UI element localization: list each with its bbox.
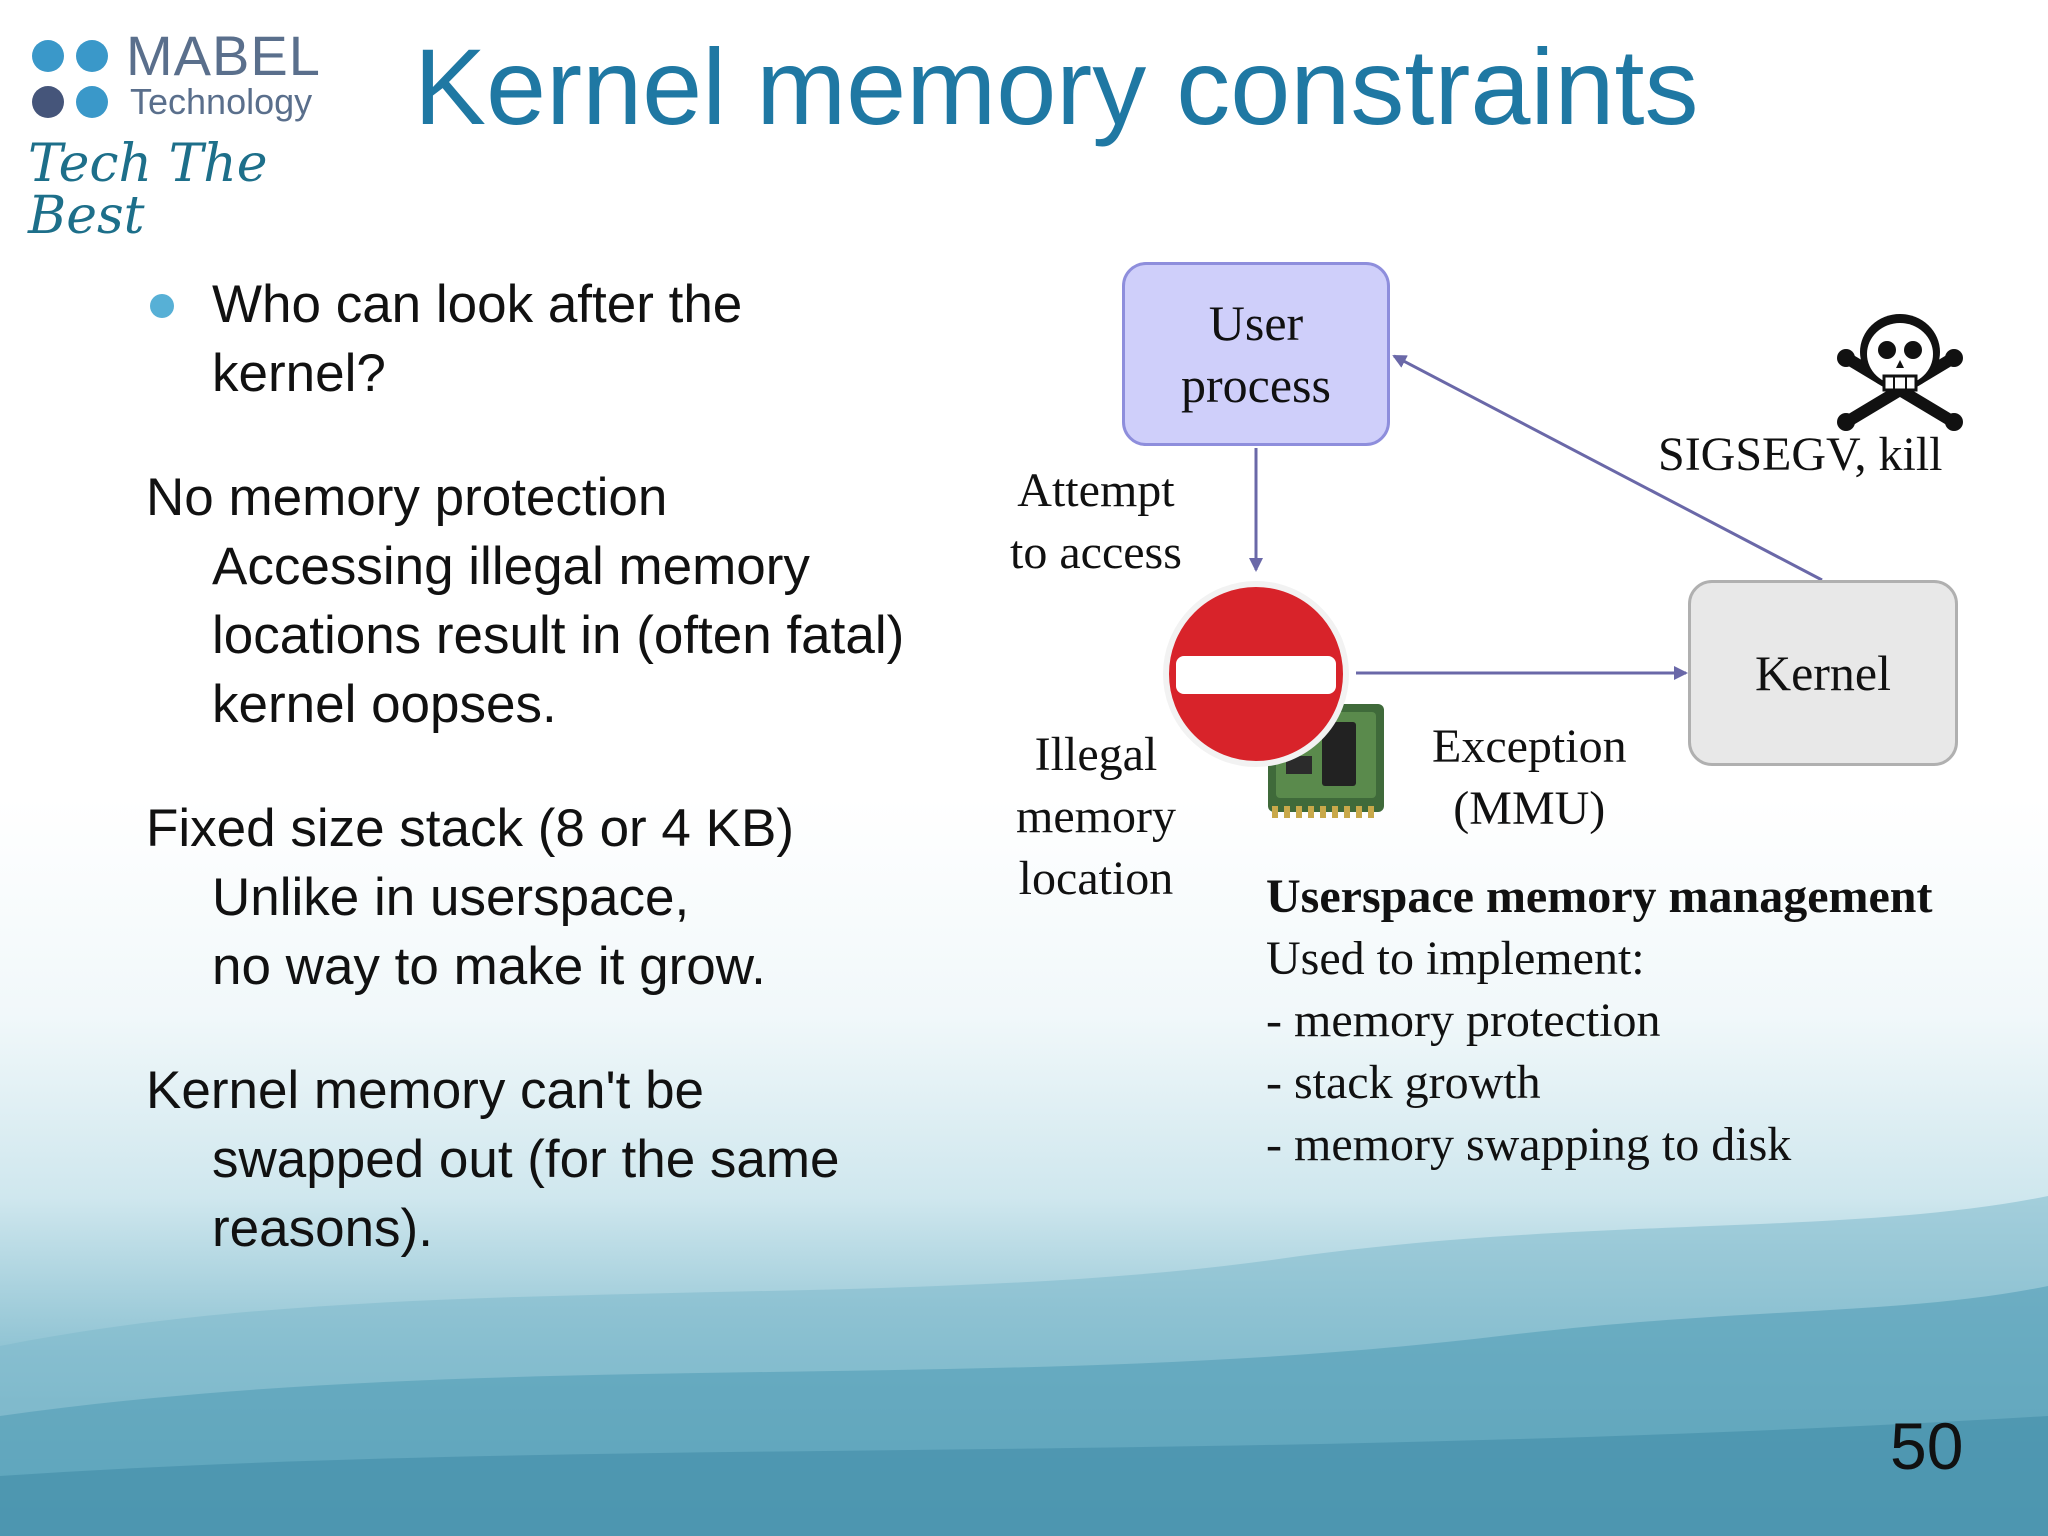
- section-line: Unlike in userspace,: [212, 868, 690, 927]
- kernel-label: Kernel: [1754, 645, 1892, 701]
- kernel-box: Kernel: [1688, 580, 1958, 766]
- sigsegv-label: SIGSEGV, kill: [1658, 428, 1943, 481]
- section-heading: No memory protection: [146, 468, 668, 527]
- note-line: - memory protection: [1266, 994, 1661, 1047]
- no-entry-icon: [1163, 581, 1349, 767]
- section-line: locations result in (often fatal): [212, 606, 905, 665]
- bullet-line: Who can look after the: [146, 270, 976, 339]
- user-process-line-1: User: [1208, 295, 1304, 351]
- user-process-box: User process: [1122, 262, 1390, 446]
- section-line: swapped out (for the same: [212, 1130, 840, 1189]
- page-number: 50: [1890, 1409, 1964, 1483]
- section-fixed-stack: Fixed size stack (8 or 4 KB) Unlike in u…: [146, 794, 976, 1001]
- userspace-note: Userspace memory management Used to impl…: [1266, 866, 1932, 1176]
- bullet-text-line-2: kernel?: [212, 344, 386, 403]
- section-swap: Kernel memory can't be swapped out (for …: [146, 1056, 976, 1263]
- note-line: Used to implement:: [1266, 932, 1645, 985]
- exception-line-2: (MMU): [1453, 782, 1606, 835]
- logo-subbrand: Technology: [130, 81, 313, 122]
- note-line: - memory swapping to disk: [1266, 1118, 1792, 1171]
- section-heading: Fixed size stack (8 or 4 KB): [146, 799, 794, 858]
- section-heading: Kernel memory can't be: [146, 1061, 705, 1120]
- section-line: Accessing illegal memory: [212, 537, 810, 596]
- note-line: - stack growth: [1266, 1056, 1541, 1109]
- illegal-memory-label: Illegal memory location: [1016, 724, 1176, 910]
- arrow-kernel-to-user: [1392, 354, 1823, 582]
- exception-line-1: Exception: [1432, 720, 1627, 773]
- illegal-line-3: location: [1018, 852, 1174, 905]
- section-line: kernel oopses.: [212, 675, 557, 734]
- company-logo: MABEL Technology Tech The Best: [28, 24, 338, 243]
- section-memory-protection: No memory protection Accessing illegal m…: [146, 463, 976, 739]
- slide-body: Who can look after the kernel? No memory…: [146, 270, 976, 1318]
- exception-label: Exception (MMU): [1432, 716, 1627, 840]
- note-title: Userspace memory management: [1266, 870, 1933, 923]
- illegal-line-1: Illegal: [1034, 728, 1158, 781]
- logo-tagline: Tech The Best: [28, 134, 268, 246]
- logo-dots-icon: [32, 40, 108, 118]
- section-line: no way to make it grow.: [212, 937, 766, 996]
- attempt-line-2: to access: [1010, 526, 1182, 579]
- attempt-line-1: Attempt: [1017, 464, 1175, 517]
- bullet-dot-icon: [150, 294, 174, 318]
- bullet-item: Who can look after the kernel?: [146, 270, 976, 408]
- skull-crossbones-icon: [1837, 314, 1963, 431]
- logo-brand: MABEL: [126, 24, 321, 87]
- illegal-line-2: memory: [1016, 790, 1176, 843]
- user-process-line-2: process: [1181, 357, 1331, 413]
- attempt-to-access-label: Attempt to access: [1010, 460, 1182, 584]
- background-waves: [0, 1196, 2048, 1536]
- slide-title: Kernel memory constraints: [414, 26, 1699, 147]
- bullet-text-line-1: Who can look after the: [212, 275, 743, 334]
- section-line: reasons).: [212, 1199, 433, 1258]
